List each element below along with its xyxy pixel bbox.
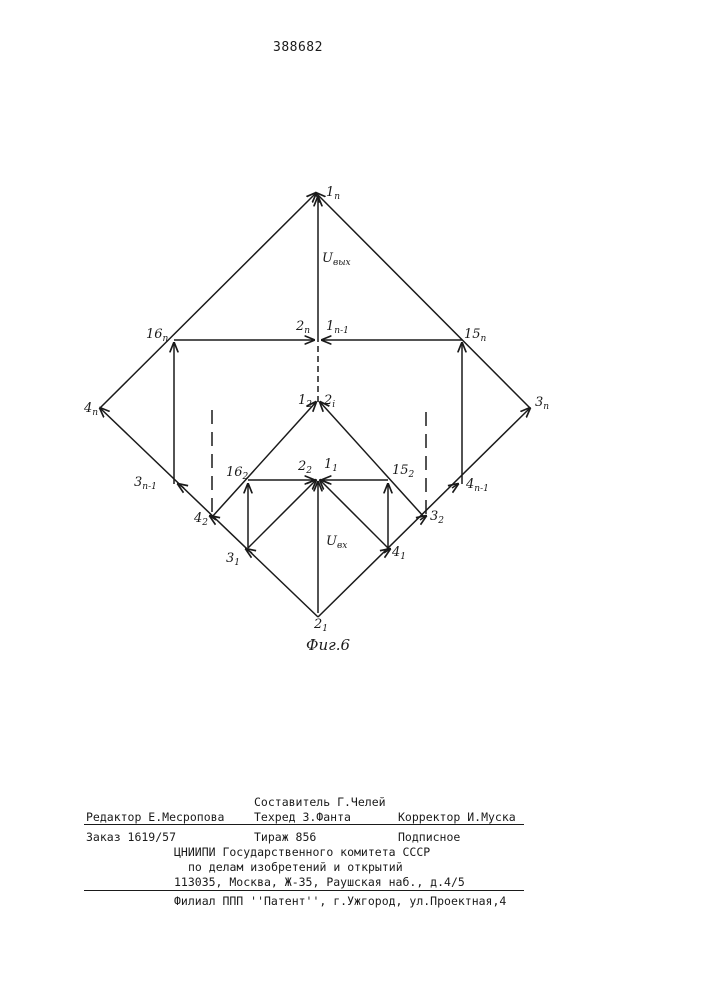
edge-inner-upper-right xyxy=(320,402,424,517)
edge-outer-upper-right xyxy=(316,193,530,408)
label-1-1: 11 xyxy=(324,457,338,474)
label-16n: 16n xyxy=(146,327,169,344)
tick-lower-left-c xyxy=(178,484,184,488)
figure-caption: Фиг.6 xyxy=(306,636,350,654)
label-4-2: 42 xyxy=(193,511,208,528)
label-4-1: 41 xyxy=(391,545,406,562)
label-2-2: 22 xyxy=(297,459,312,476)
compiler-line: Составитель Г.Челей xyxy=(254,795,386,809)
org-line-1: ЦНИИПИ Государственного комитета СССР xyxy=(174,845,430,859)
label-15n: 15n xyxy=(464,327,487,344)
label-1-2: 12 xyxy=(298,393,312,410)
edge-small-upper-left xyxy=(248,480,316,548)
order-line: Заказ 1619/57 xyxy=(86,830,176,844)
techred-line: Техред З.Фанта xyxy=(254,810,351,824)
label-4n: 4n xyxy=(83,401,98,418)
label-3-1: 31 xyxy=(226,551,240,568)
edge-outer-lower-left xyxy=(100,408,318,617)
label-2i: 2i xyxy=(323,393,335,410)
editor-line: Редактор Е.Месропова xyxy=(86,810,224,824)
circulation-line: Тираж 856 xyxy=(254,830,316,844)
label-3n: 3n xyxy=(535,395,549,412)
corrector-line: Корректор И.Муска xyxy=(398,810,516,824)
label-1n: 1n xyxy=(326,185,340,202)
label-2-1: 21 xyxy=(313,617,328,634)
label-3-2: 32 xyxy=(430,509,444,526)
org-line-2: по делам изобретений и открытий xyxy=(188,860,403,874)
label-2n: 2n xyxy=(295,319,310,336)
org-line-3: 113035, Москва, Ж-35, Раушская наб., д.4… xyxy=(174,875,465,889)
subscription-line: Подписное xyxy=(398,830,460,844)
rule-top xyxy=(84,824,524,825)
label-1n-1: 1n-1 xyxy=(326,319,349,336)
label-16-2: 162 xyxy=(226,465,249,482)
branch-line: Филиал ППП ''Патент'', г.Ужгород, ул.Про… xyxy=(174,894,506,908)
label-3n-1: 3n-1 xyxy=(134,475,157,492)
label-4n-1: 4n-1 xyxy=(465,477,489,494)
tick-lower-left-a xyxy=(246,549,252,553)
label-u-in: Uвх xyxy=(326,534,347,551)
label-15-2: 152 xyxy=(392,463,415,480)
label-u-out: Uвых xyxy=(322,251,351,268)
edge-outer-upper-left xyxy=(100,193,316,408)
rule-bottom xyxy=(84,890,524,891)
edge-outer-lower-right xyxy=(318,408,530,617)
